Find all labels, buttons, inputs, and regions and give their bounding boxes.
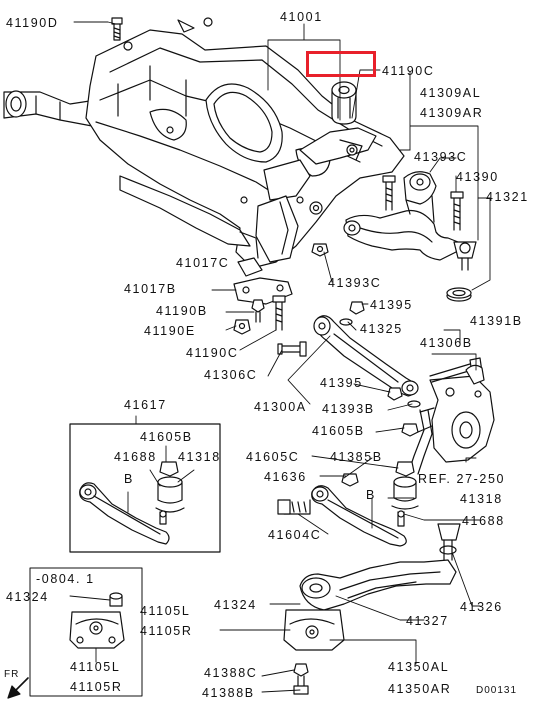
middle-arm-drawing [277, 461, 419, 547]
label-41017B[interactable]: 41017B [124, 282, 177, 296]
label-41326[interactable]: 41326 [460, 600, 503, 614]
label-41190E[interactable]: 41190E [144, 324, 196, 338]
label-41395-b[interactable]: 41395 [320, 376, 363, 390]
label-41636[interactable]: 41636 [264, 470, 307, 484]
label-41324-a[interactable]: 41324 [6, 590, 49, 604]
label-41393C-top[interactable]: 41393C [414, 150, 468, 164]
left-mount-drawing [29, 567, 143, 697]
label-41309AL[interactable]: 41309AL [420, 86, 482, 100]
label-41688-right[interactable]: 41688 [462, 514, 505, 528]
label-41105L-a[interactable]: 41105L [140, 604, 191, 618]
crossmember-drawing [3, 17, 405, 269]
label-41605B-box[interactable]: 41605B [140, 430, 193, 444]
bushing-41052-drawing [331, 81, 357, 125]
label-41605C[interactable]: 41605C [246, 450, 300, 464]
label-41190C-mid[interactable]: 41190C [186, 346, 239, 360]
label-41688-box[interactable]: 41688 [114, 450, 157, 464]
label-0804-1: -0804. 1 [36, 572, 95, 586]
label-41190B[interactable]: 41190B [156, 304, 208, 318]
label-41306B[interactable]: 41306B [420, 336, 473, 350]
label-41321[interactable]: 41321 [486, 190, 529, 204]
label-41350AL[interactable]: 41350AL [388, 660, 450, 674]
label-41017C[interactable]: 41017C [176, 256, 230, 270]
label-41190C-top[interactable]: 41190C [382, 64, 435, 78]
label-41318-right[interactable]: 41318 [460, 492, 503, 506]
label-41393B[interactable]: 41393B [322, 402, 375, 416]
lateral-link-drawing [313, 301, 421, 408]
front-direction-label: FR [4, 669, 20, 680]
knuckle-drawing [401, 357, 495, 475]
upper-arm-drawing [311, 171, 477, 302]
label-41393C-mid[interactable]: 41393C [328, 276, 382, 290]
leader-lines [69, 21, 491, 693]
label-41605B-right[interactable]: 41605B [312, 424, 365, 438]
label-41390[interactable]: 41390 [456, 170, 499, 184]
bolts-left-drawing [233, 295, 307, 357]
label-b-box: B [124, 472, 134, 486]
detail-box-41617 [69, 423, 221, 553]
label-41385B[interactable]: 41385B [330, 450, 383, 464]
label-41318-box[interactable]: 41318 [178, 450, 221, 464]
label-41190D[interactable]: 41190D [6, 16, 59, 30]
label-41350AR[interactable]: 41350AR [388, 682, 452, 696]
label-41300A[interactable]: 41300A [254, 400, 307, 414]
label-ref-27-250[interactable]: REF. 27-250 [418, 472, 506, 486]
label-41395-a[interactable]: 41395 [370, 298, 413, 312]
label-b-mid: B [366, 488, 376, 502]
label-41327[interactable]: 41327 [406, 614, 449, 628]
label-41306C[interactable]: 41306C [204, 368, 258, 382]
label-41391B[interactable]: 41391B [470, 314, 523, 328]
front-arrow-icon [7, 677, 29, 699]
label-41105L-b[interactable]: 41105L [70, 660, 121, 674]
label-41309AR[interactable]: 41309AR [420, 106, 484, 120]
document-code: D00131 [476, 685, 518, 696]
label-41617[interactable]: 41617 [124, 398, 167, 412]
label-41324-b[interactable]: 41324 [214, 598, 257, 612]
label-41001[interactable]: 41001 [280, 10, 323, 24]
label-41604C[interactable]: 41604C [268, 528, 322, 542]
highlight-box-41052 [306, 51, 376, 77]
label-41325[interactable]: 41325 [360, 322, 403, 336]
label-41105R-a[interactable]: 41105R [140, 624, 193, 638]
label-41388B[interactable]: 41388B [202, 686, 255, 700]
label-41388C[interactable]: 41388C [204, 666, 258, 680]
label-41105R-b[interactable]: 41105R [70, 680, 123, 694]
